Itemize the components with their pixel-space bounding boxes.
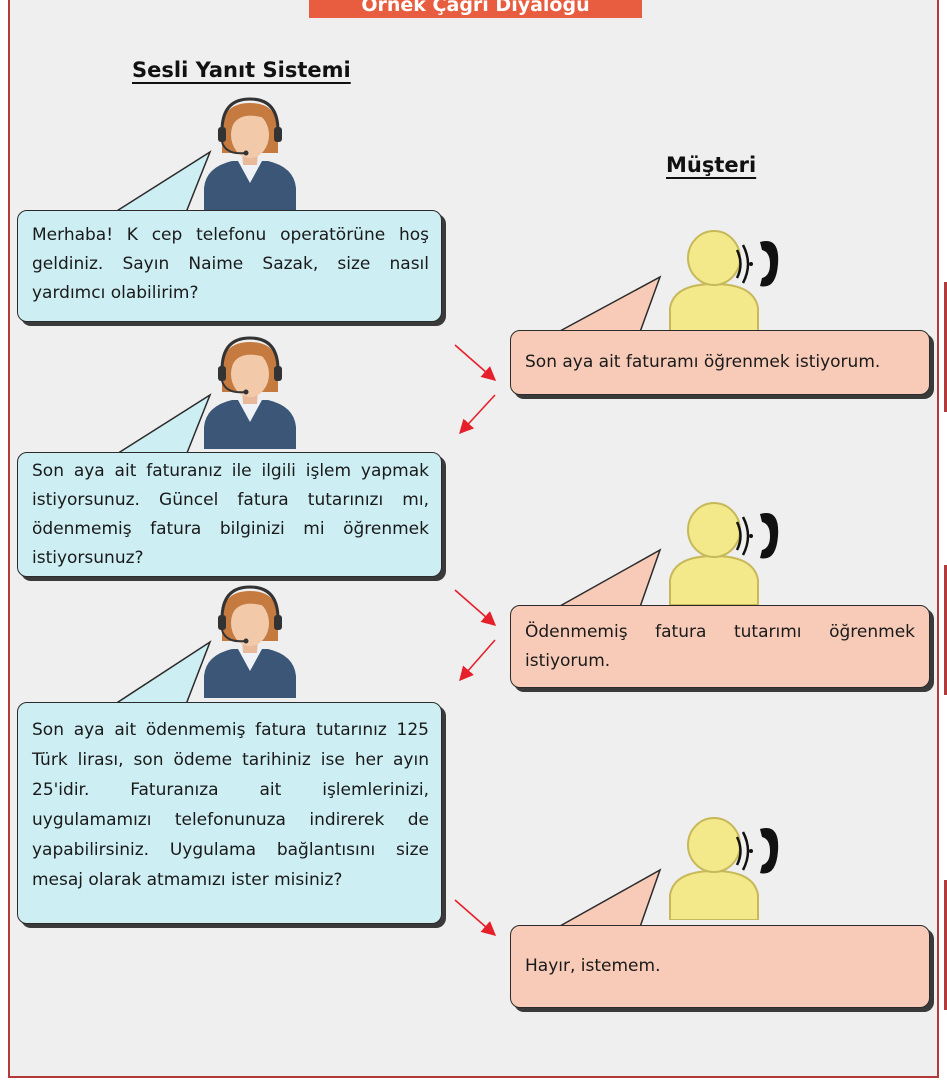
agent-message: Son aya ait faturanız ile ilgili işlem y… bbox=[32, 461, 429, 568]
customer-phone-icon bbox=[669, 817, 779, 920]
agent-headset-icon bbox=[204, 97, 296, 210]
title-bar: Örnek Çağrı Diyaloğu bbox=[309, 0, 642, 18]
flow-arrows bbox=[454, 589, 497, 682]
customer-bubble: Hayır, istemem. bbox=[510, 925, 930, 1008]
agent-bubble: Son aya ait ödenmemiş fatura tutarınız 1… bbox=[17, 702, 442, 924]
bubble-tail bbox=[557, 868, 662, 928]
agent-message: Son aya ait ödenmemiş fatura tutarınız 1… bbox=[32, 720, 429, 890]
bubble-tail bbox=[557, 548, 662, 608]
title-text: Örnek Çağrı Diyaloğu bbox=[361, 0, 590, 16]
edge-mark bbox=[944, 565, 947, 695]
agent-message: Merhaba! K cep telefonu operatörüne hoş … bbox=[32, 225, 429, 303]
customer-heading: Müşteri bbox=[666, 153, 757, 177]
customer-message: Hayır, istemem. bbox=[525, 956, 661, 976]
agent-bubble: Son aya ait faturanız ile ilgili işlem y… bbox=[17, 452, 442, 577]
bubble-tail bbox=[109, 640, 212, 708]
customer-phone-icon bbox=[669, 502, 779, 605]
customer-bubble: Ödenmemiş fatura tutarımı öğrenmek istiy… bbox=[510, 605, 930, 688]
customer-phone-icon bbox=[669, 230, 779, 333]
agent-headset-icon bbox=[204, 585, 296, 698]
customer-bubble: Son aya ait faturamı öğrenmek istiyorum. bbox=[510, 330, 930, 395]
flow-arrows bbox=[454, 344, 497, 435]
customer-message: Ödenmemiş fatura tutarımı öğrenmek istiy… bbox=[525, 621, 915, 671]
agent-headset-icon bbox=[204, 336, 296, 449]
bubble-tail bbox=[557, 275, 662, 333]
edge-mark bbox=[944, 282, 947, 412]
agent-bubble: Merhaba! K cep telefonu operatörüne hoş … bbox=[17, 210, 442, 322]
edge-mark bbox=[944, 880, 947, 1010]
system-heading: Sesli Yanıt Sistemi bbox=[132, 58, 351, 82]
flow-arrows bbox=[454, 899, 497, 936]
customer-message: Son aya ait faturamı öğrenmek istiyorum. bbox=[525, 352, 881, 372]
